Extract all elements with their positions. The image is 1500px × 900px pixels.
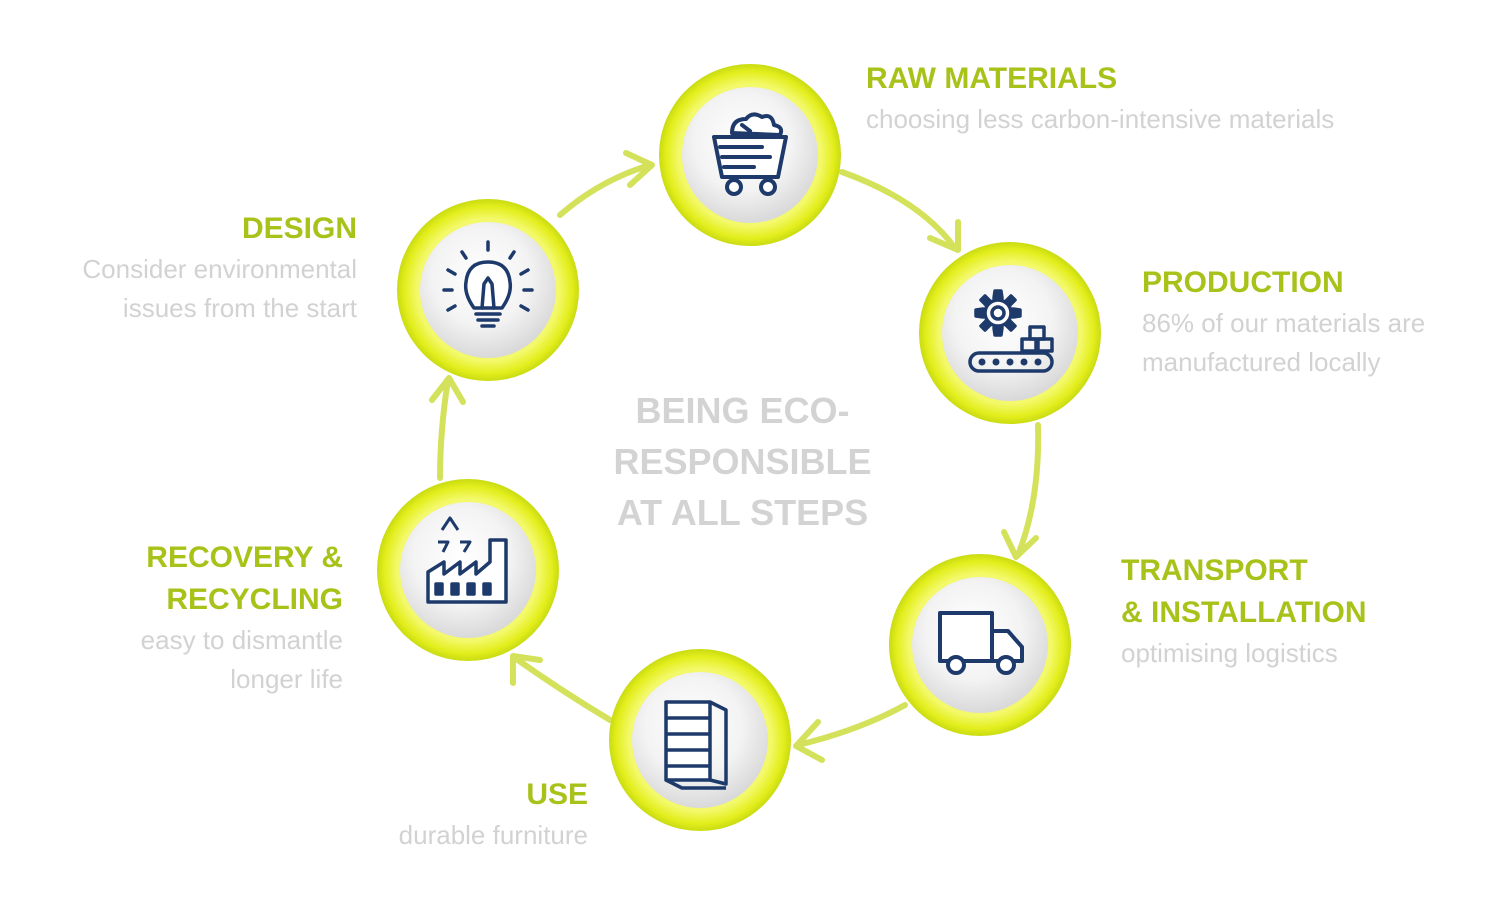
transport-description: optimising logistics [1121, 638, 1338, 668]
arrow-head [927, 219, 961, 253]
transport-label: TRANSPORT & INSTALLATION optimising logi… [1121, 550, 1367, 673]
design-node [397, 199, 579, 381]
recovery-title-line-1: RECOVERY & [146, 541, 343, 574]
recovery-description-line-1: easy to dismantle [140, 625, 343, 655]
raw-materials-node [659, 64, 841, 246]
center-title: BEING ECO-RESPONSIBLE AT ALL STEPS [613, 390, 872, 533]
design-title: DESIGN [241, 212, 357, 245]
transport-node [889, 554, 1071, 736]
use-label: USE durable furniture [399, 774, 588, 855]
recovery-description-line-2: longer life [230, 664, 343, 694]
arrow-raw-to-production [839, 169, 958, 251]
use-node [609, 649, 791, 831]
transport-title-line-2: & INSTALLATION [1121, 596, 1367, 629]
recovery-node [377, 479, 559, 661]
delivery-truck-icon [938, 611, 1024, 675]
use-description: durable furniture [398, 820, 588, 850]
design-label: DESIGN Consider environmental issues fro… [82, 208, 357, 328]
arrow-use-to-recovery [512, 655, 613, 723]
raw-materials-label: RAW MATERIALS choosing less carbon-inten… [866, 58, 1334, 139]
production-node [919, 242, 1101, 424]
shelving-unit-icon [664, 700, 728, 790]
production-description-line-2: manufactured locally [1142, 347, 1381, 377]
use-title: USE [526, 778, 588, 811]
arrow-recovery-to-design [437, 377, 451, 481]
arrow-head [429, 375, 466, 405]
arrow-production-to-transport [1015, 422, 1042, 558]
arrow-head [793, 719, 825, 763]
transport-title-line-1: TRANSPORT [1121, 554, 1308, 587]
arrow-head [1001, 529, 1039, 560]
raw-materials-title: RAW MATERIALS [866, 62, 1118, 95]
production-label: PRODUCTION 86% of our materials are manu… [1142, 262, 1425, 382]
lightbulb-icon [442, 240, 534, 328]
recovery-title-line-2: RECYCLING [166, 583, 343, 616]
raw-materials-description: choosing less carbon-intensive materials [866, 104, 1335, 134]
gear-conveyor-icon [968, 289, 1054, 373]
recovery-label: RECOVERY & RECYCLING easy to dismantle l… [141, 537, 343, 699]
mine-cart-icon [712, 112, 788, 196]
arrow-transport-to-use [795, 702, 908, 748]
production-title: PRODUCTION [1142, 266, 1344, 299]
arrow-design-to-raw [557, 162, 653, 218]
recycling-factory-icon [426, 516, 508, 604]
design-description-line-2: issues from the start [122, 293, 357, 323]
arrow-head [510, 653, 543, 686]
production-description-line-1: 86% of our materials are [1142, 308, 1426, 338]
design-description-line-1: Consider environmental [82, 254, 357, 284]
arrow-head [623, 150, 655, 188]
